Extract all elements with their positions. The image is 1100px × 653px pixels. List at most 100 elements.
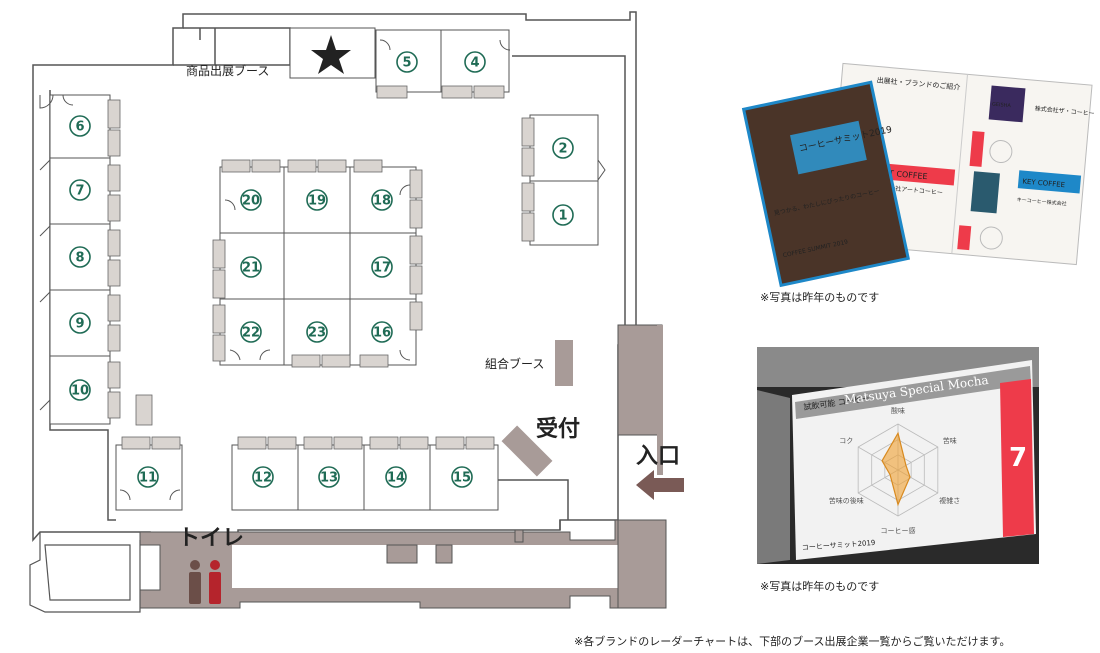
booth-number-circle xyxy=(240,256,262,278)
radar-axis-label: コーヒー感 xyxy=(881,526,916,535)
left-lower-room xyxy=(29,532,141,613)
booth-number-7: 7 xyxy=(69,179,91,201)
corridor-pillar-1 xyxy=(386,544,418,564)
entrance-label: 入口 xyxy=(636,444,680,469)
booth-number-circle xyxy=(318,466,340,488)
brochure-caption: ※写真は昨年のものです xyxy=(760,290,879,304)
key-coffee-logo: KEY COFFEE xyxy=(1022,178,1065,190)
booth-number-14: 14 xyxy=(385,466,407,488)
booth-number-text: 23 xyxy=(308,326,326,341)
booth-number-1: 1 xyxy=(552,204,574,226)
booth-number-circle xyxy=(306,189,328,211)
booth-number-circle xyxy=(69,312,91,334)
reception-desk xyxy=(501,425,553,477)
card-number: 7 xyxy=(1009,443,1027,473)
booth-number-text: 17 xyxy=(373,261,391,276)
booth-number-text: 19 xyxy=(308,194,326,209)
radar-axis-label: 複雑さ xyxy=(939,496,960,505)
booth-number-circle xyxy=(371,321,393,343)
booth-number-text: 14 xyxy=(387,471,405,486)
entrance-arrow-icon xyxy=(636,470,684,500)
booth-number-text: 5 xyxy=(402,56,411,71)
booth-number-16: 16 xyxy=(371,321,393,343)
booth-number-circle xyxy=(240,321,262,343)
female-toilet-icon xyxy=(209,560,221,604)
corridor-pillar-3 xyxy=(514,529,524,543)
booth-number-text: 16 xyxy=(373,326,391,341)
booth-number-circle xyxy=(396,51,418,73)
booth-number-circle xyxy=(252,466,274,488)
door-arcs xyxy=(39,39,606,501)
booth-number-text: 10 xyxy=(71,384,89,399)
booth-number-text: 7 xyxy=(75,184,84,199)
booth-number-circle xyxy=(69,379,91,401)
brochure-cover: コーヒーサミット2019 見つかる、わたしにぴったりのコーヒー COFFEE S… xyxy=(741,80,911,288)
booth-number-circle xyxy=(69,179,91,201)
card-photo: 試飲可能 コーヒー Matsuya Special Mocha 7 酸味苦味複雑… xyxy=(757,347,1039,593)
booth-number-circle xyxy=(371,189,393,211)
goods-booth: 商品出展ブース xyxy=(186,27,376,79)
left-lower-room-outline xyxy=(29,532,141,613)
booth-number-22: 22 xyxy=(240,321,262,343)
card-caption: ※写真は昨年のものです xyxy=(760,579,879,593)
booth-number-15: 15 xyxy=(451,466,473,488)
booth-number-circle xyxy=(69,246,91,268)
goods-booth-wall xyxy=(173,27,291,66)
geisha-label: GEISHA xyxy=(992,102,1012,110)
booth-number-circle xyxy=(464,51,486,73)
booth-number-text: 6 xyxy=(75,120,84,135)
booth-number-text: 12 xyxy=(254,471,272,486)
reception-label: 受付 xyxy=(536,416,580,442)
union-booth-table xyxy=(555,340,573,386)
booth-number-text: 2 xyxy=(558,142,567,157)
booth-number-13: 13 xyxy=(318,466,340,488)
booth-number-text: 8 xyxy=(75,251,84,266)
booth-number-8: 8 xyxy=(69,246,91,268)
right-corridor-wall xyxy=(512,55,626,345)
booth-number-11: 11 xyxy=(137,466,159,488)
booth-number-circle xyxy=(240,189,262,211)
booth-number-4: 4 xyxy=(464,51,486,73)
booth-number-circle xyxy=(69,115,91,137)
radar-axis-label: 苦味 xyxy=(943,436,957,445)
booth-number-21: 21 xyxy=(240,256,262,278)
booth-number-6: 6 xyxy=(69,115,91,137)
booth-number-20: 20 xyxy=(240,189,262,211)
radar-axis-label: コク xyxy=(839,437,853,445)
entrance-pillar-lower xyxy=(617,519,667,609)
lower-right-wall xyxy=(498,479,569,520)
left-lower-room-inner xyxy=(44,544,131,601)
corridor-gap xyxy=(232,545,622,588)
radar-axis-label: 酸味 xyxy=(891,406,905,415)
toilet-area: トイレ xyxy=(178,526,244,604)
booth-number-circle xyxy=(306,321,328,343)
booth-number-23: 23 xyxy=(306,321,328,343)
goods-booth-label: 商品出展ブース xyxy=(186,63,269,78)
card-number-panel xyxy=(1000,379,1034,537)
booth-number-circle xyxy=(552,204,574,226)
booth-number-2: 2 xyxy=(552,137,574,159)
booth-number-17: 17 xyxy=(371,256,393,278)
booth-number-text: 1 xyxy=(558,209,567,224)
booth-number-text: 22 xyxy=(242,326,260,341)
male-toilet-icon xyxy=(189,560,201,604)
brochure-photo: 出展社・ブランドのご紹介 GEISHA 株式会社ザ・コーヒー KEY COFFE… xyxy=(741,60,1095,304)
booth-number-text: 18 xyxy=(373,194,391,209)
booth-number-text: 9 xyxy=(75,317,84,332)
booth-number-text: 21 xyxy=(242,261,260,276)
corridor-pillar-2 xyxy=(435,544,453,564)
service-corridor xyxy=(139,519,667,609)
goods-booth-divider xyxy=(199,28,216,65)
booth-number-text: 13 xyxy=(320,471,338,486)
key-coffee-company: キーコーヒー株式会社 xyxy=(1016,196,1066,207)
booth-number-9: 9 xyxy=(69,312,91,334)
booth-number-18: 18 xyxy=(371,189,393,211)
radar-axis-label: 苦味の後味 xyxy=(829,496,864,505)
booth-number-text: 20 xyxy=(242,194,260,209)
star-icon xyxy=(311,35,351,74)
entrance-pillar-upper xyxy=(617,324,663,436)
booth-number-circle xyxy=(371,256,393,278)
